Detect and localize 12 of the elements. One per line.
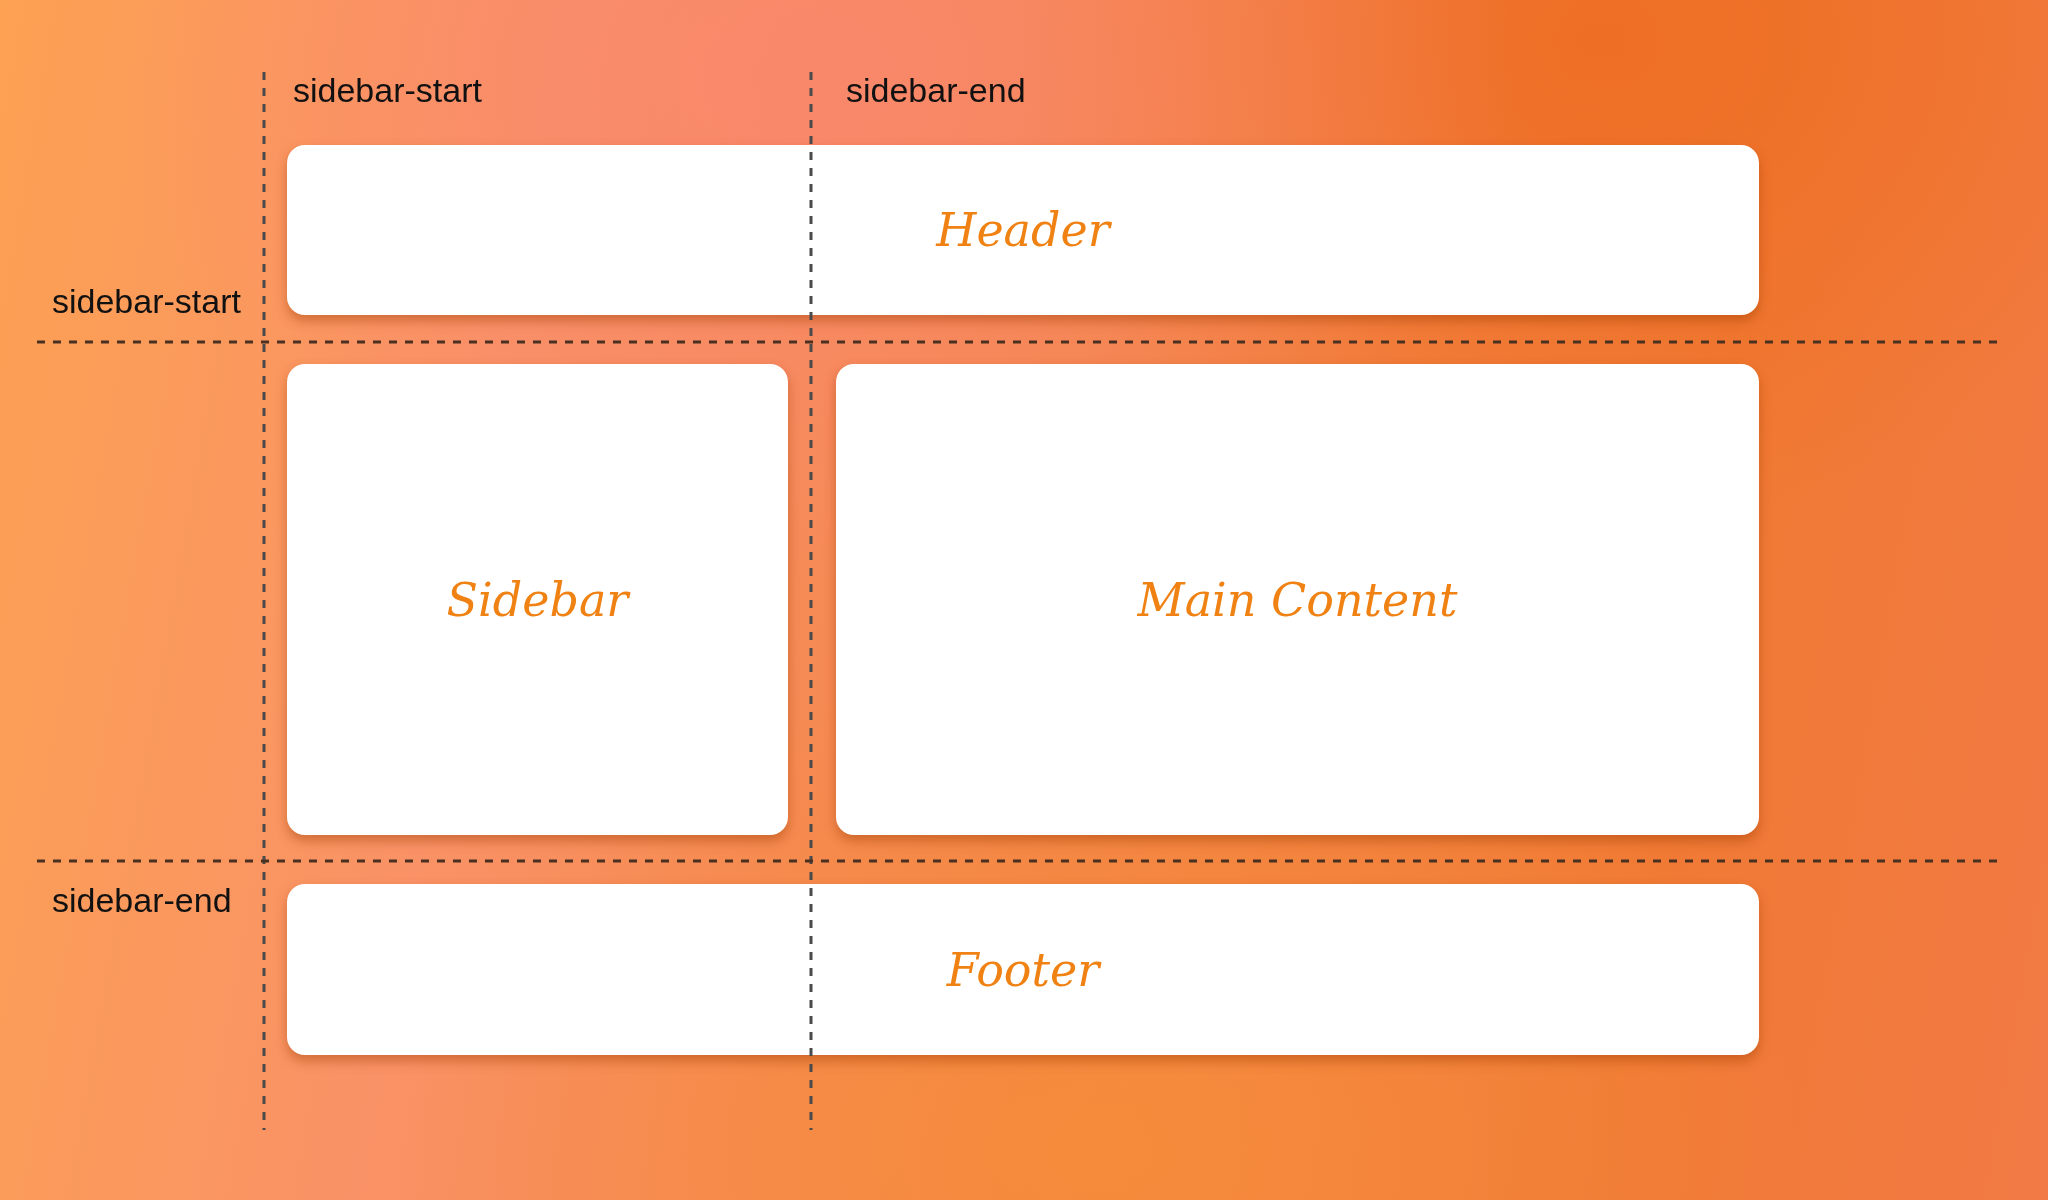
grid-line-name: sidebar-end [52,882,232,920]
panel-title: Header [936,203,1110,257]
footer-panel [287,884,1759,1055]
panel-title: Sidebar [446,572,629,627]
header-panel [287,145,1759,315]
panel-title: Main Content [1137,572,1458,627]
sidebar-panel [287,364,788,835]
grid-line-name: sidebar-end [846,72,1026,110]
grid-line-name: sidebar-start [52,283,241,321]
content-panel [836,364,1759,835]
grid-line-name: sidebar-start [293,72,482,110]
panel-title: Footer [946,942,1100,997]
